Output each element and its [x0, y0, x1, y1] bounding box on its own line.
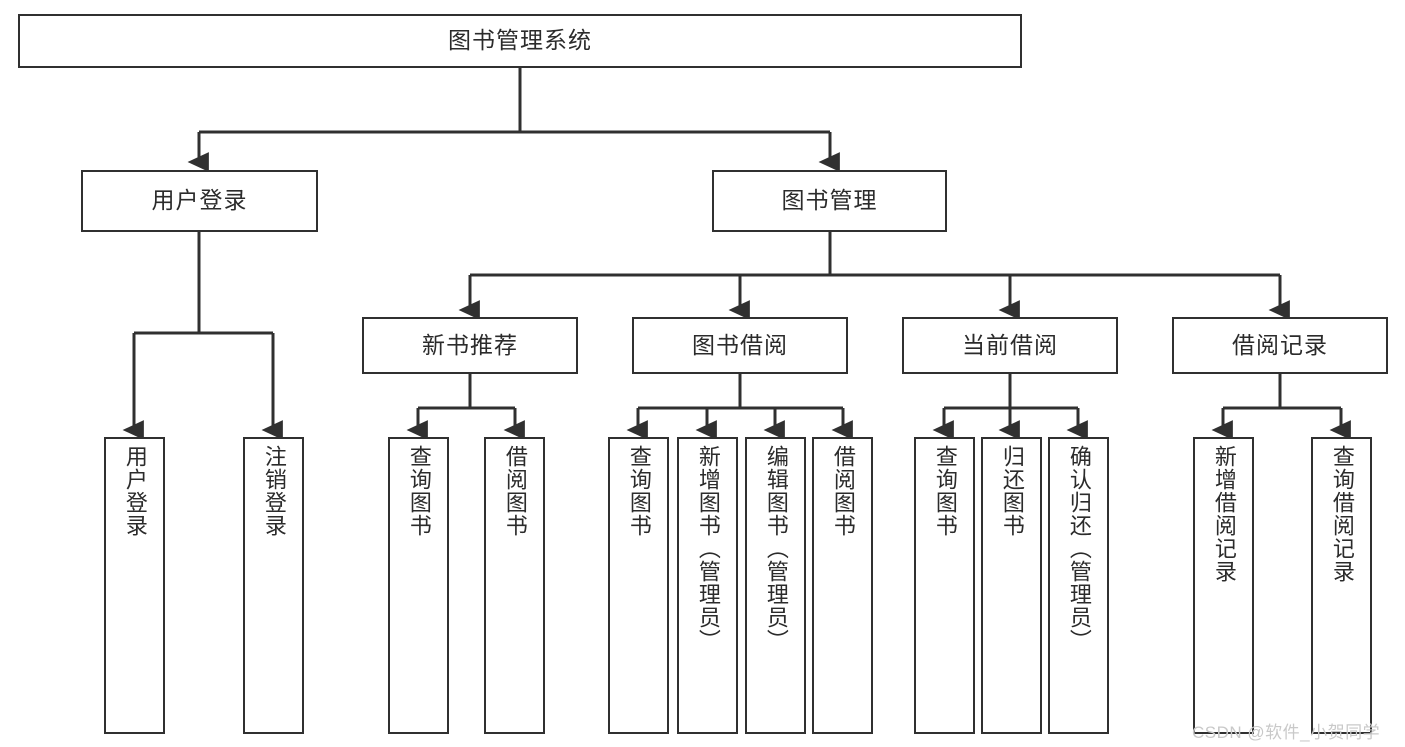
node-leaf-query-book-borrow[interactable]: 查询图书: [608, 437, 669, 734]
node-leaf-add-book-admin[interactable]: 新增图书（管理员）: [677, 437, 738, 734]
node-label: 图书借阅: [692, 331, 788, 358]
node-leaf-return-book[interactable]: 归还图书: [981, 437, 1042, 734]
node-label: 图书管理系统: [448, 27, 592, 54]
node-label: 查询借阅记录: [1329, 445, 1355, 583]
node-label: 确认归还（管理员）: [1066, 445, 1092, 652]
node-current-borrow[interactable]: 当前借阅: [902, 317, 1118, 374]
node-label: 当前借阅: [962, 331, 1058, 358]
node-leaf-edit-book-admin[interactable]: 编辑图书（管理员）: [745, 437, 806, 734]
node-label: 编辑图书（管理员）: [763, 445, 789, 652]
node-new-book-recommend[interactable]: 新书推荐: [362, 317, 578, 374]
node-leaf-confirm-return-admin[interactable]: 确认归还（管理员）: [1048, 437, 1109, 734]
node-leaf-query-borrow-record[interactable]: 查询借阅记录: [1311, 437, 1372, 734]
node-leaf-query-book-current[interactable]: 查询图书: [914, 437, 975, 734]
node-leaf-borrow-book-recommend[interactable]: 借阅图书: [484, 437, 545, 734]
node-label: 借阅图书: [830, 445, 856, 537]
node-label: 查询图书: [406, 445, 432, 537]
watermark: CSDN @软件_小贺同学: [1192, 723, 1381, 742]
node-label: 借阅图书: [502, 445, 528, 537]
node-label: 新增借阅记录: [1211, 445, 1237, 583]
node-leaf-query-book-recommend[interactable]: 查询图书: [388, 437, 449, 734]
node-leaf-logout-login[interactable]: 注销登录: [243, 437, 304, 734]
node-user-login[interactable]: 用户登录: [81, 170, 318, 232]
node-leaf-borrow-book-borrow[interactable]: 借阅图书: [812, 437, 873, 734]
node-label: 归还图书: [999, 445, 1025, 537]
node-label: 图书管理: [781, 187, 878, 214]
node-book-management[interactable]: 图书管理: [712, 170, 947, 232]
node-label: 用户登录: [122, 445, 148, 537]
node-leaf-add-borrow-record[interactable]: 新增借阅记录: [1193, 437, 1254, 734]
node-label: 查询图书: [932, 445, 958, 537]
node-book-borrow[interactable]: 图书借阅: [632, 317, 848, 374]
node-label: 新书推荐: [422, 331, 518, 358]
node-label: 注销登录: [261, 445, 287, 537]
node-label: 借阅记录: [1232, 331, 1328, 358]
node-label: 用户登录: [151, 187, 248, 214]
node-borrow-record[interactable]: 借阅记录: [1172, 317, 1388, 374]
node-label: 新增图书（管理员）: [695, 445, 721, 652]
node-leaf-user-login[interactable]: 用户登录: [104, 437, 165, 734]
node-root-book-management-system[interactable]: 图书管理系统: [18, 14, 1022, 68]
node-label: 查询图书: [626, 445, 652, 537]
